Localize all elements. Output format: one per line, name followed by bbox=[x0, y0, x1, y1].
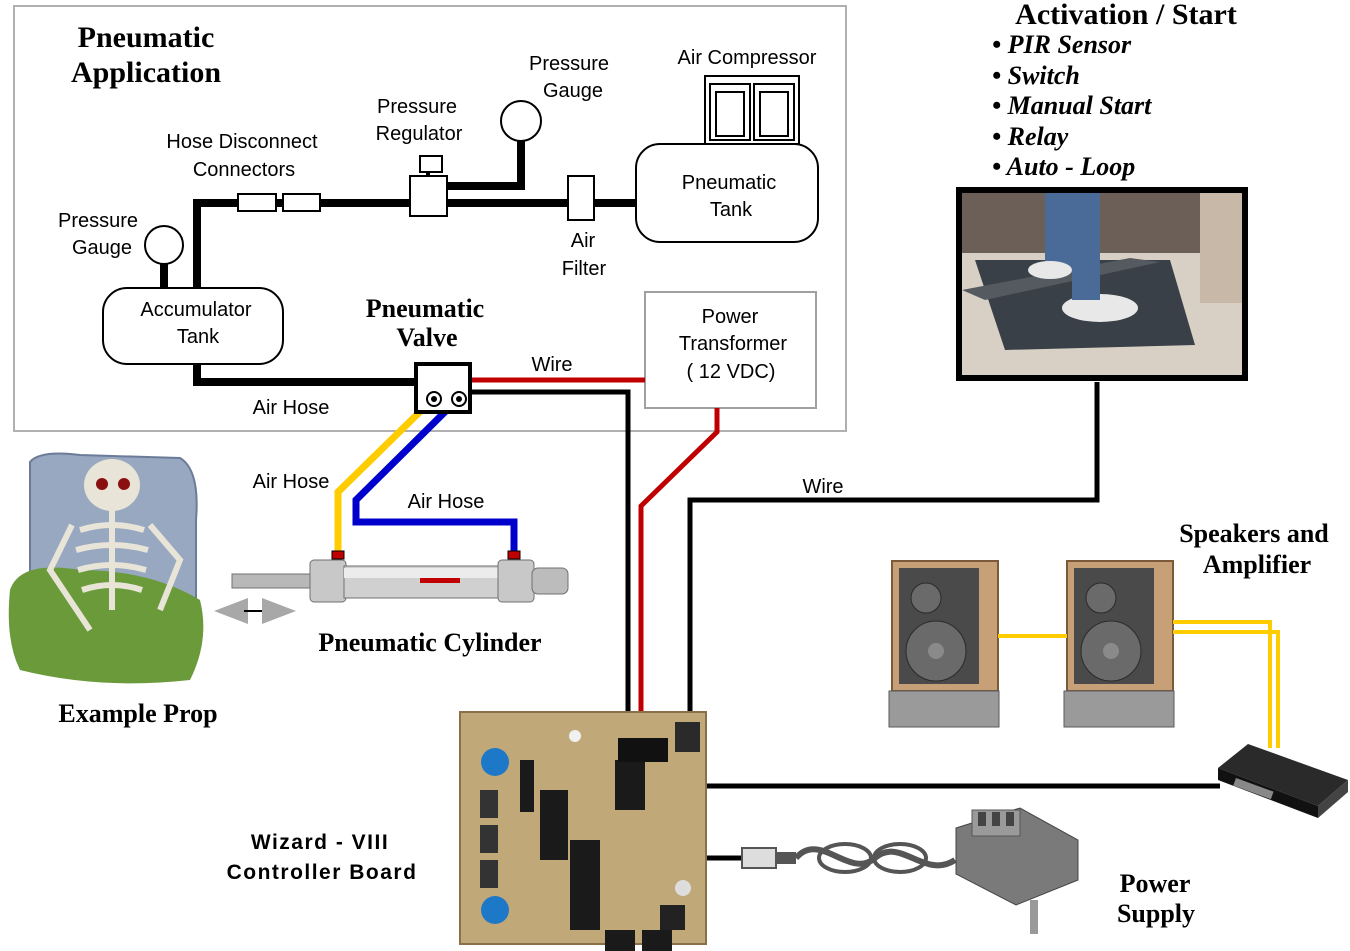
pneumatic-tank-label-line2: Tank bbox=[710, 199, 753, 221]
power-transformer bbox=[644, 291, 817, 409]
pneumatic-application-title-line1: Pneumatic bbox=[78, 21, 215, 54]
wire-label-black: Wire bbox=[802, 476, 843, 498]
skeleton-prop-image bbox=[8, 452, 204, 684]
air-compressor-label: Air Compressor bbox=[678, 47, 817, 69]
power-supply-label-line2: Supply bbox=[1117, 899, 1195, 928]
speaker-right-icon bbox=[1063, 560, 1175, 728]
controller-board-image bbox=[459, 711, 707, 951]
speaker-wires bbox=[998, 620, 1280, 748]
wires bbox=[470, 377, 1220, 861]
controller-board-label-line1: Wizard - VIII bbox=[251, 831, 389, 854]
accumulator-tank-label-line1: Accumulator bbox=[140, 299, 251, 321]
pressure-gauge-top-label-line2: Gauge bbox=[543, 80, 603, 102]
activation-title: Activation / Start bbox=[1015, 0, 1237, 31]
activation-item-auto-loop: • Auto - Loop bbox=[992, 152, 1135, 181]
pneumatic-valve-label-line1: Pneumatic bbox=[366, 294, 484, 323]
power-transformer-label-line2: Transformer bbox=[679, 333, 788, 355]
pneumatic-cylinder-label: Pneumatic Cylinder bbox=[318, 628, 541, 657]
accumulator-tank-label-line2: Tank bbox=[177, 326, 220, 348]
air-hose-label-yellow: Air Hose bbox=[253, 471, 330, 493]
pressure-gauge-top-label-line1: Pressure bbox=[529, 53, 609, 75]
air-filter-label-line1: Air bbox=[571, 230, 596, 252]
hose-disconnect-connector-2 bbox=[282, 193, 321, 212]
activation-item-switch: • Switch bbox=[992, 61, 1080, 90]
power-transformer-label-line3: ( 12 VDC) bbox=[687, 361, 776, 383]
pneumatic-application-title-line2: Application bbox=[71, 56, 221, 89]
example-prop-label: Example Prop bbox=[58, 699, 217, 728]
blue-air-hose bbox=[352, 395, 518, 552]
air-compressor-icon bbox=[704, 75, 800, 145]
controller-board-label-line2: Controller Board bbox=[227, 861, 418, 884]
speakers-amplifier-label-line2: Amplifier bbox=[1203, 550, 1311, 579]
pneumatic-tank bbox=[635, 143, 819, 243]
pressure-regulator-label-line2: Regulator bbox=[376, 123, 463, 145]
pressure-gauge-left-label-line2: Gauge bbox=[72, 237, 132, 259]
activation-item-pir: • PIR Sensor bbox=[992, 30, 1132, 59]
activation-item-manual-start: • Manual Start bbox=[992, 91, 1152, 120]
air-hose-label-top: Air Hose bbox=[253, 397, 330, 419]
cylinder-motion-arrows bbox=[214, 598, 296, 624]
speakers-amplifier-label-line1: Speakers and bbox=[1179, 519, 1329, 548]
pressure-regulator-label-line1: Pressure bbox=[377, 96, 457, 118]
speaker-left-icon bbox=[888, 560, 1000, 728]
air-filter-icon bbox=[567, 175, 595, 221]
power-supply-label-line1: Power bbox=[1120, 869, 1191, 898]
hose-disconnect-label-line1: Hose Disconnect bbox=[166, 131, 318, 153]
activation-item-relay: • Relay bbox=[992, 122, 1069, 151]
pneumatic-valve-label-line2: Valve bbox=[396, 323, 457, 352]
hose-disconnect-connector-1 bbox=[237, 193, 277, 212]
pressure-regulator-knob bbox=[419, 155, 443, 173]
pressure-gauge-left-label-line1: Pressure bbox=[58, 210, 138, 232]
pneumatic-cylinder-image bbox=[231, 559, 569, 603]
pir-floor-mat-photo bbox=[956, 187, 1248, 381]
yellow-air-hose bbox=[334, 395, 437, 552]
amplifier-icon bbox=[1218, 744, 1348, 818]
pressure-gauge-top-icon bbox=[500, 100, 542, 142]
wire-label-red: Wire bbox=[531, 354, 572, 376]
hose-disconnect-label-line2: Connectors bbox=[193, 159, 295, 181]
power-transformer-label-line1: Power bbox=[702, 306, 759, 328]
pneumatic-tank-label-line1: Pneumatic bbox=[682, 172, 777, 194]
pneumatic-valve-icon bbox=[414, 362, 472, 414]
pressure-gauge-left-icon bbox=[144, 225, 184, 265]
air-hose-label-blue: Air Hose bbox=[408, 491, 485, 513]
pressure-regulator-body bbox=[409, 175, 448, 217]
accumulator-tank bbox=[102, 287, 284, 365]
power-supply-image bbox=[741, 807, 1079, 934]
air-filter-label-line2: Filter bbox=[562, 258, 607, 280]
